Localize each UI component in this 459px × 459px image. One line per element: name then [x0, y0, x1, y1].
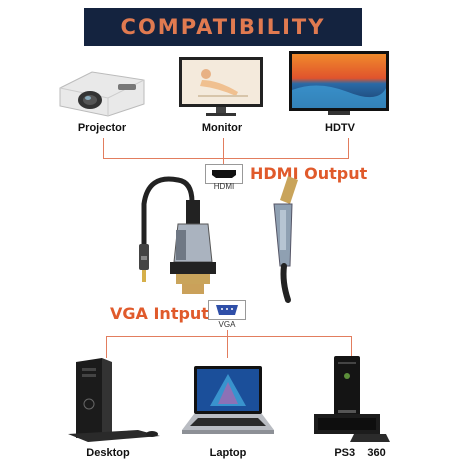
laptop-image	[182, 366, 274, 434]
connector-line	[103, 158, 349, 159]
connector-line	[106, 336, 107, 358]
connector-line	[103, 138, 104, 158]
connector-line	[106, 336, 352, 337]
monitor-image	[179, 57, 263, 116]
hdmi-output-label: HDMI Output	[250, 164, 368, 183]
device-label-monitor: Monitor	[201, 122, 243, 134]
connector-line	[223, 158, 224, 166]
adapter-cable-image	[139, 176, 298, 303]
banner-title: COMPATIBILITY	[120, 15, 326, 39]
hdtv-image	[289, 51, 389, 115]
vga-port-caption: VGA	[218, 320, 236, 329]
connector-line	[348, 138, 349, 158]
projector-image	[59, 71, 145, 117]
connector-line	[227, 330, 228, 336]
title-banner: COMPATIBILITY	[84, 8, 362, 46]
vga-input-label: VGA Intput	[110, 304, 209, 323]
device-label-desktop: Desktop	[86, 447, 130, 459]
device-label-laptop: Laptop	[209, 447, 247, 459]
desktop-image	[68, 358, 160, 442]
hdmi-port-caption: HDMI	[213, 182, 235, 191]
connector-line	[351, 336, 352, 358]
device-label-projector: Projector	[77, 122, 127, 134]
hdmi-port-box	[205, 164, 243, 184]
console-image	[314, 356, 390, 442]
hdmi-port-icon	[212, 170, 236, 178]
vga-port-box	[208, 300, 246, 320]
connector-line	[223, 138, 224, 158]
vga-port-icon	[216, 305, 238, 315]
connector-line	[227, 336, 228, 358]
device-label-hdtv: HDTV	[325, 122, 355, 134]
device-label-console: PS3 360	[334, 447, 386, 459]
